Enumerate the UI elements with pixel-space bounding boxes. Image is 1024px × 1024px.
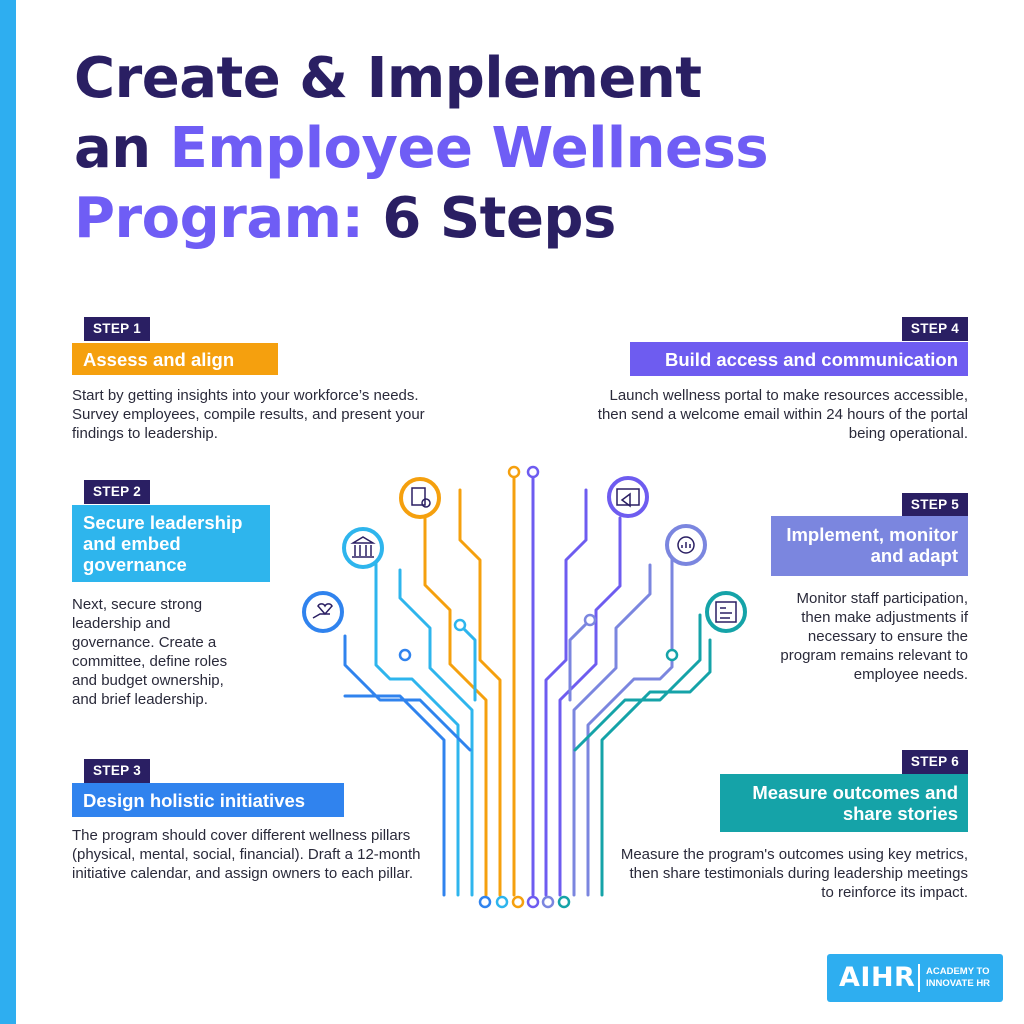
branch-darkblue-1 (343, 694, 446, 897)
node-blue (453, 618, 467, 632)
title-line-2: an Employee Wellness (74, 114, 769, 184)
step-5-badge: STEP 5 (901, 493, 968, 517)
branch-periwinkle-1 (572, 563, 652, 897)
title-line-3-accent: Program: (74, 186, 383, 251)
step-4-heading: Build access and communication (630, 342, 968, 376)
root-node-5 (541, 895, 555, 909)
title-line-3-rest: 6 Steps (382, 186, 616, 251)
step-4-badge: STEP 4 (901, 317, 968, 341)
step-6-badge: STEP 6 (901, 750, 968, 774)
node-teal (665, 648, 679, 662)
step-5-heading: Implement, monitor and adapt (771, 516, 968, 576)
step-6-description: Measure the program's outcomes using key… (620, 846, 968, 901)
branch-periwinkle-3 (568, 618, 592, 702)
root-node-4 (526, 895, 540, 909)
branch-darkblue-2 (343, 634, 472, 752)
title-line-3: Program: 6 Steps (74, 184, 768, 254)
branch-periwinkle-2 (586, 550, 674, 897)
title-line-2-prefix: an (74, 116, 170, 181)
document-check-icon (399, 477, 441, 519)
document-icon-shape (411, 487, 426, 506)
title-line-2-accent: Employee Wellness (169, 116, 769, 181)
logo-divider (918, 964, 920, 992)
step-1-heading: Assess and align (72, 343, 278, 375)
step-4-description: Launch wellness portal to make resources… (597, 387, 968, 442)
step-1-badge: STEP 1 (84, 317, 151, 341)
branch-orange-2 (423, 513, 488, 897)
branch-blue-3 (458, 623, 477, 702)
logo-tagline: ACADEMY TO INNOVATE HR (926, 966, 991, 989)
step-6-heading: Measure outcomes and share stories (720, 774, 968, 832)
branch-orange-1 (458, 488, 502, 897)
trunk-node-top-purple (526, 465, 540, 479)
trunk-node-top-orange (507, 465, 521, 479)
dashboard-report-icon (705, 591, 747, 633)
root-node-6 (557, 895, 571, 909)
logo-brand: AIHR (839, 962, 916, 993)
page-title: Create & Implement an Employee Wellness … (74, 44, 769, 254)
branch-purple-1 (544, 488, 588, 897)
megaphone-browser-icon (607, 476, 649, 518)
root-node-1 (478, 895, 492, 909)
title-line-1: Create & Implement (74, 46, 702, 111)
branch-blue-2 (374, 556, 460, 897)
government-building-icon (342, 527, 384, 569)
node-periwinkle (583, 613, 597, 627)
step-2-description: Next, secure strong leadership and gover… (72, 596, 228, 708)
left-accent-stripe (0, 0, 16, 1024)
step-2-badge: STEP 2 (84, 480, 151, 504)
step-5-description: Monitor staff participation, then make a… (780, 590, 968, 683)
step-2-heading: Secure leadership and embed governance (72, 505, 270, 582)
branch-teal-2 (573, 613, 702, 752)
branch-blue-1 (398, 568, 474, 897)
node-darkblue (398, 648, 412, 662)
step-3-badge: STEP 3 (84, 759, 151, 783)
branch-purple-2 (558, 516, 622, 897)
step-3-description: The program should cover different welln… (72, 827, 421, 882)
aihr-logo: AIHR ACADEMY TO INNOVATE HR (827, 954, 1003, 1002)
root-node-2 (495, 895, 509, 909)
root-node-3 (511, 895, 525, 909)
step-3-heading: Design holistic initiatives (72, 783, 344, 817)
step-1-description: Start by getting insights into your work… (72, 387, 425, 442)
